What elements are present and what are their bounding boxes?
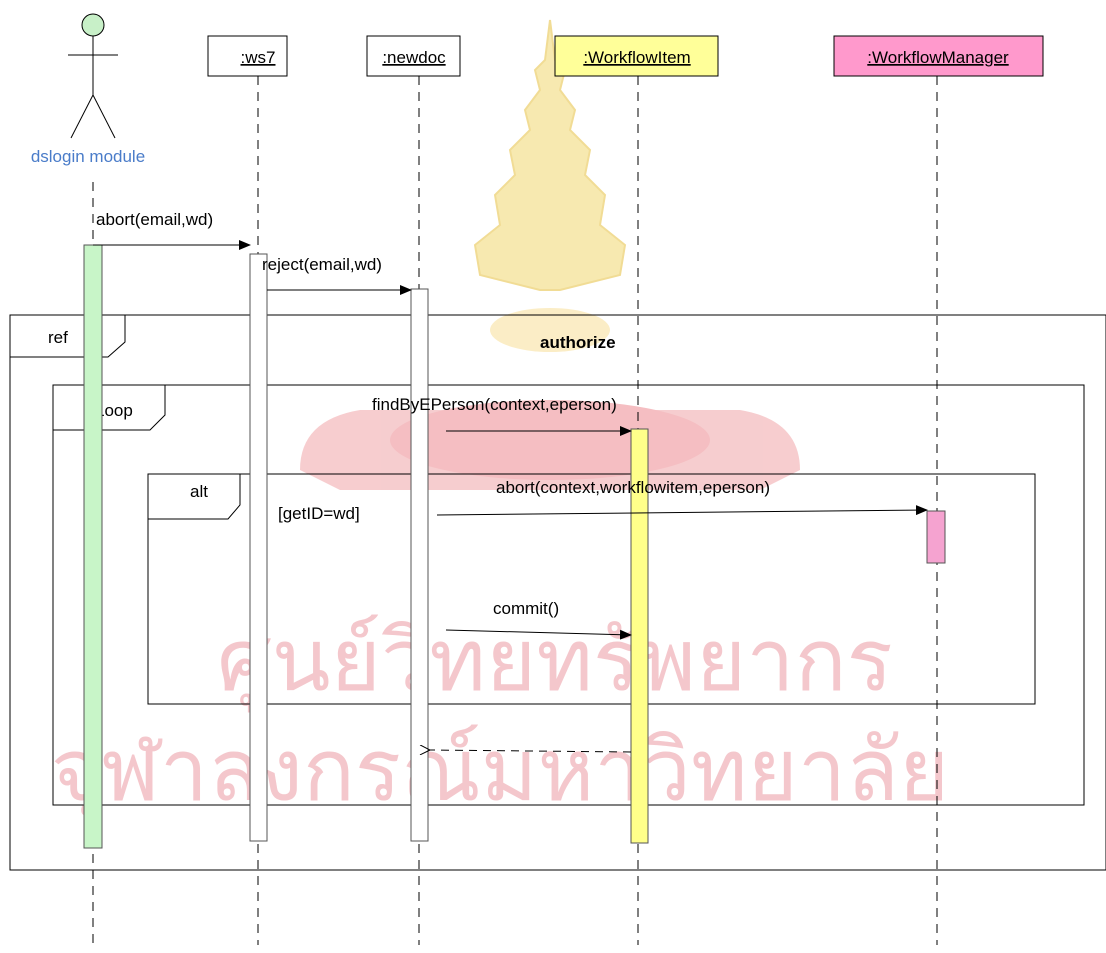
fragment-ref-operator: ref [48, 328, 68, 347]
message-abort-context: abort(context,workflowitem,eperson) [436, 478, 928, 516]
message-label: findByEPerson(context,eperson) [372, 395, 617, 414]
activation-workflowmanager [926, 510, 946, 564]
message-label: abort(context,workflowitem,eperson) [496, 478, 770, 497]
lifeline-label-ws7: :ws7 [241, 48, 276, 67]
actor-dslogin-module: dslogin module [31, 13, 145, 166]
message-reject-email: reject(email,wd) [262, 255, 412, 295]
activation-actor [83, 244, 103, 849]
message-commit: commit() [445, 599, 632, 640]
message-label: commit() [493, 599, 559, 618]
fragment-alt-operator: alt [190, 482, 208, 501]
watermark-text-line2: จุฬาลงกรณ์มหาวิทยาลัย [51, 721, 950, 823]
actor-head [81, 13, 105, 37]
lifeline-head-newdoc: :newdoc [366, 35, 461, 77]
fragment-alt: alt [getID=wd] [147, 473, 1036, 705]
message-label: reject(email,wd) [262, 255, 382, 274]
fragment-loop-operator: Loop [95, 401, 133, 420]
message-abort-email: abort(email,wd) [93, 210, 251, 250]
watermark-text-line1: ศูนย์วิทยทรัพยากร [217, 611, 893, 713]
lifeline-label-workflowmanager: :WorkflowManager [867, 48, 1009, 67]
lifeline-head-workflowitem: :WorkflowItem [554, 35, 719, 77]
message-label: abort(email,wd) [96, 210, 213, 229]
actor-label: dslogin module [31, 147, 145, 166]
lifeline-head-ws7: :ws7 [207, 35, 288, 77]
fragment-loop: Loop [52, 384, 1085, 806]
activation-newdoc [410, 288, 429, 842]
activations [83, 244, 946, 849]
fragment-ref: ref authorize [9, 314, 1106, 871]
lifeline-label-newdoc: :newdoc [382, 48, 446, 67]
watermark: ศูนย์วิทยทรัพยากร จุฬาลงกรณ์มหาวิทยาลัย [51, 19, 950, 823]
message-return [430, 750, 632, 752]
fragment-alt-guard: [getID=wd] [278, 504, 360, 523]
activation-ws7 [249, 253, 268, 842]
lifeline-label-workflowitem: :WorkflowItem [583, 48, 690, 67]
message-find-by-eperson: findByEPerson(context,eperson) [372, 395, 632, 436]
lifeline-head-workflowmanager: :WorkflowManager [833, 35, 1044, 77]
fragment-ref-name: authorize [540, 333, 616, 352]
